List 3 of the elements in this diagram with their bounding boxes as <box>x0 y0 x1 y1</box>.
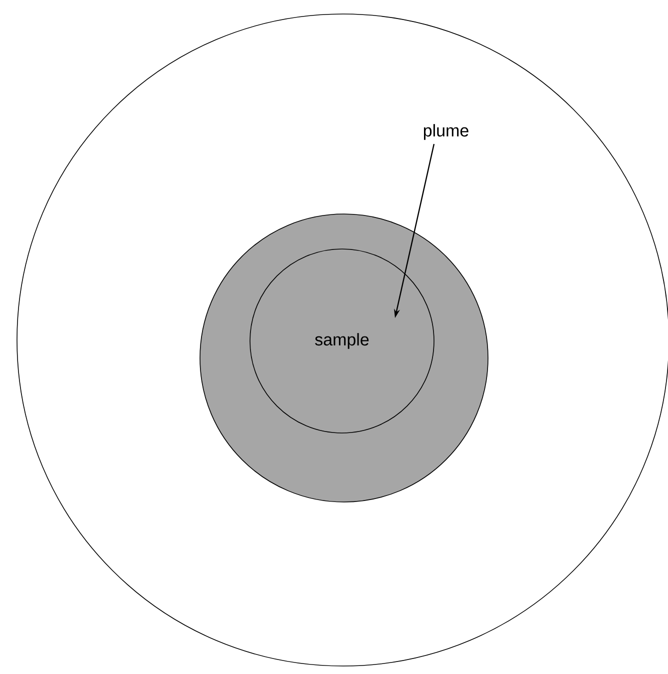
text-label: plume <box>424 124 468 140</box>
circle-region: sample <box>250 248 434 434</box>
circle-region <box>200 214 488 502</box>
